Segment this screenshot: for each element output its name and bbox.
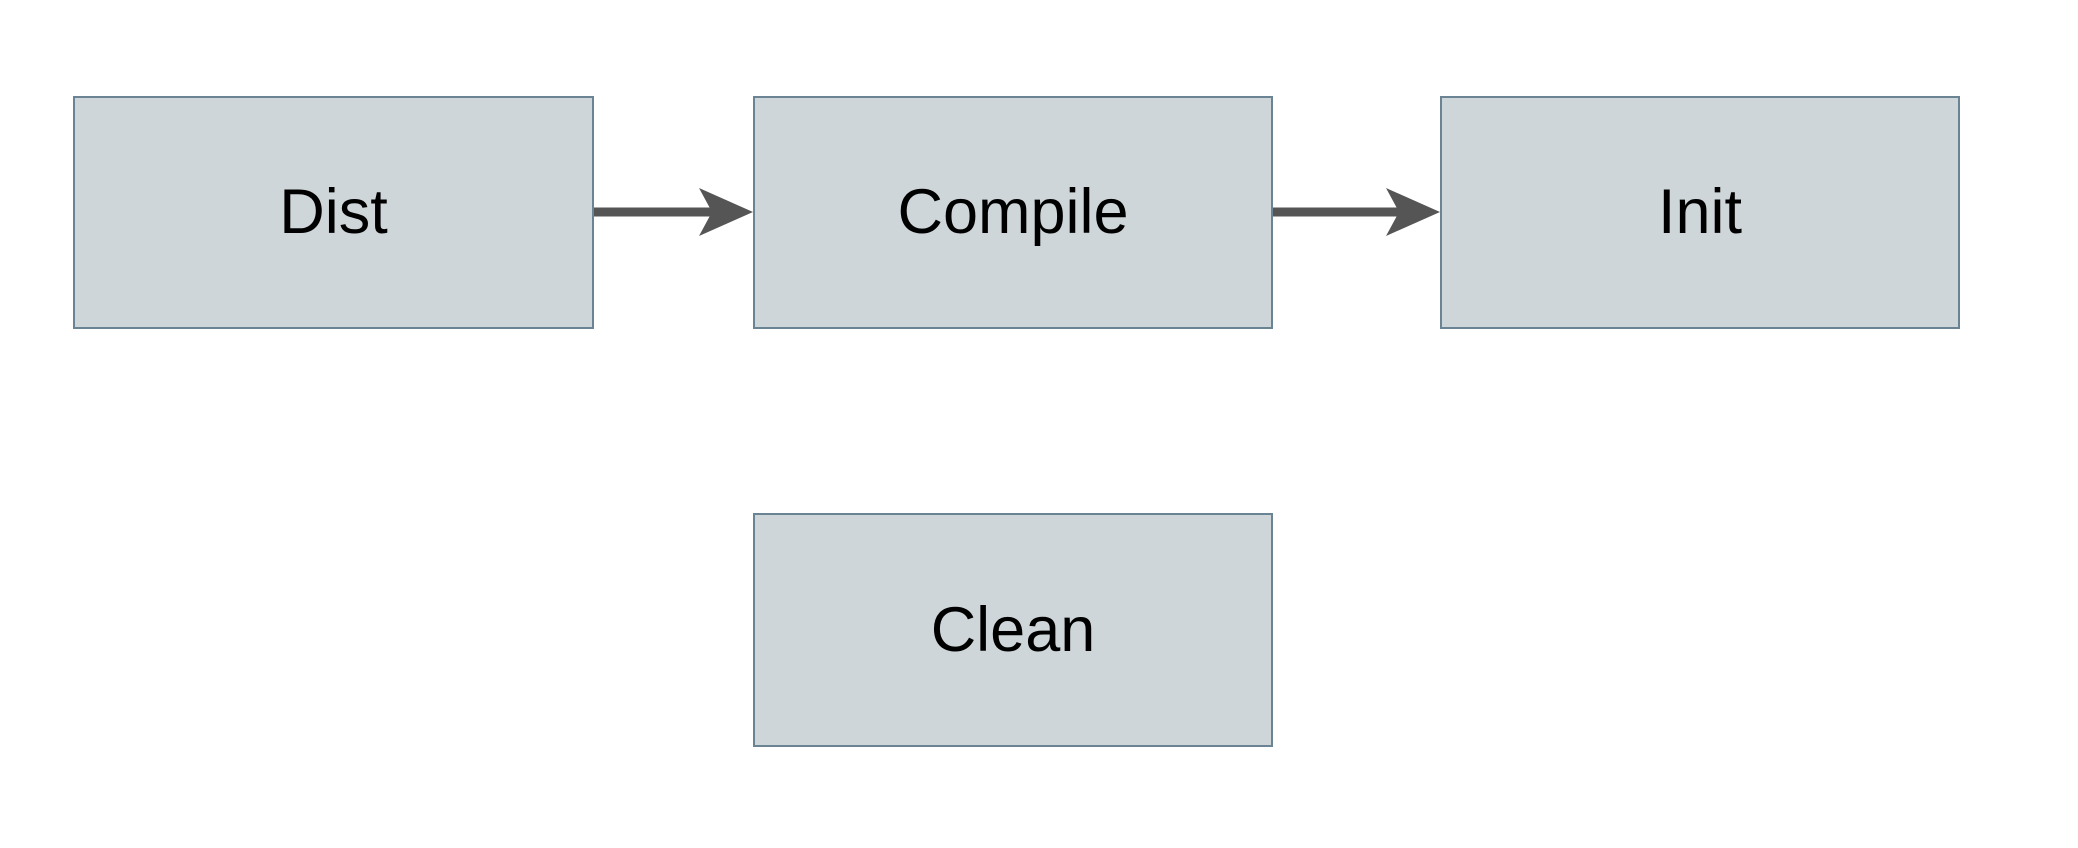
- node-label-compile: Compile: [897, 177, 1129, 247]
- node-label-init: Init: [1657, 177, 1743, 247]
- node-label-dist: Dist: [279, 177, 388, 247]
- node-label-clean: Clean: [930, 594, 1096, 665]
- edge-dist-to-compile: [594, 188, 753, 236]
- node-dist[interactable]: Dist: [73, 96, 594, 329]
- node-init[interactable]: Init: [1440, 96, 1960, 329]
- node-clean[interactable]: Clean: [753, 513, 1273, 747]
- arrowhead-icon: [699, 188, 753, 236]
- node-compile[interactable]: Compile: [753, 96, 1273, 329]
- edge-compile-to-init: [1273, 188, 1440, 236]
- arrowhead-icon: [1386, 188, 1440, 236]
